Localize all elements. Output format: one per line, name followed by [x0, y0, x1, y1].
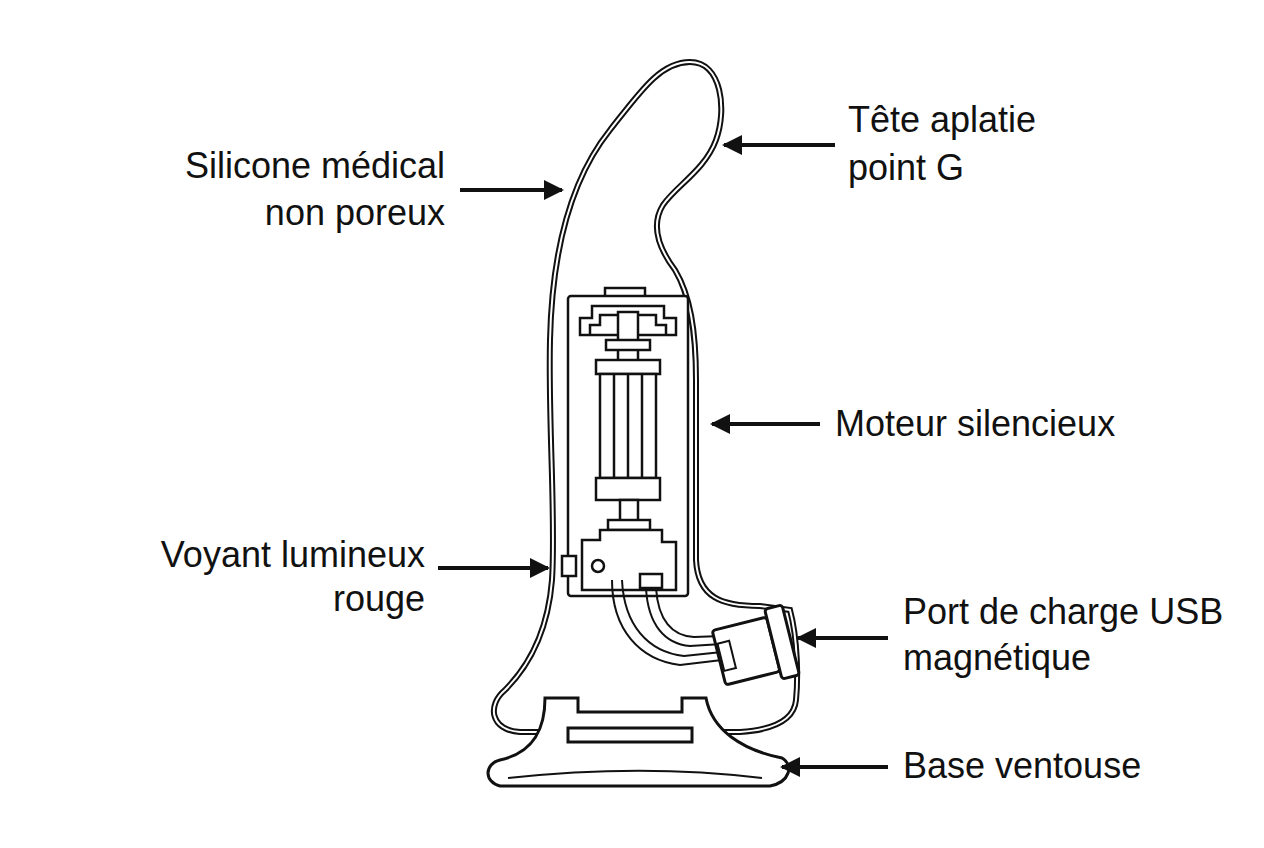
part-label: Moteur silencieux: [835, 401, 1115, 447]
part-label: Silicone médical non poreux: [135, 142, 445, 236]
part-label: Base ventouse: [903, 743, 1141, 789]
part-label: Voyant lumineux rouge: [115, 533, 425, 621]
led-indicator: [562, 556, 576, 576]
part-label: Tête aplatie point G: [848, 96, 1088, 192]
leader-arrows: [438, 145, 888, 767]
body-outline: [494, 62, 797, 732]
wires: [612, 580, 722, 665]
suction-base: [488, 698, 789, 786]
motor-assembly: [562, 288, 688, 596]
usb-port: [710, 605, 799, 693]
part-label: Port de charge USB magnétique: [903, 589, 1248, 681]
